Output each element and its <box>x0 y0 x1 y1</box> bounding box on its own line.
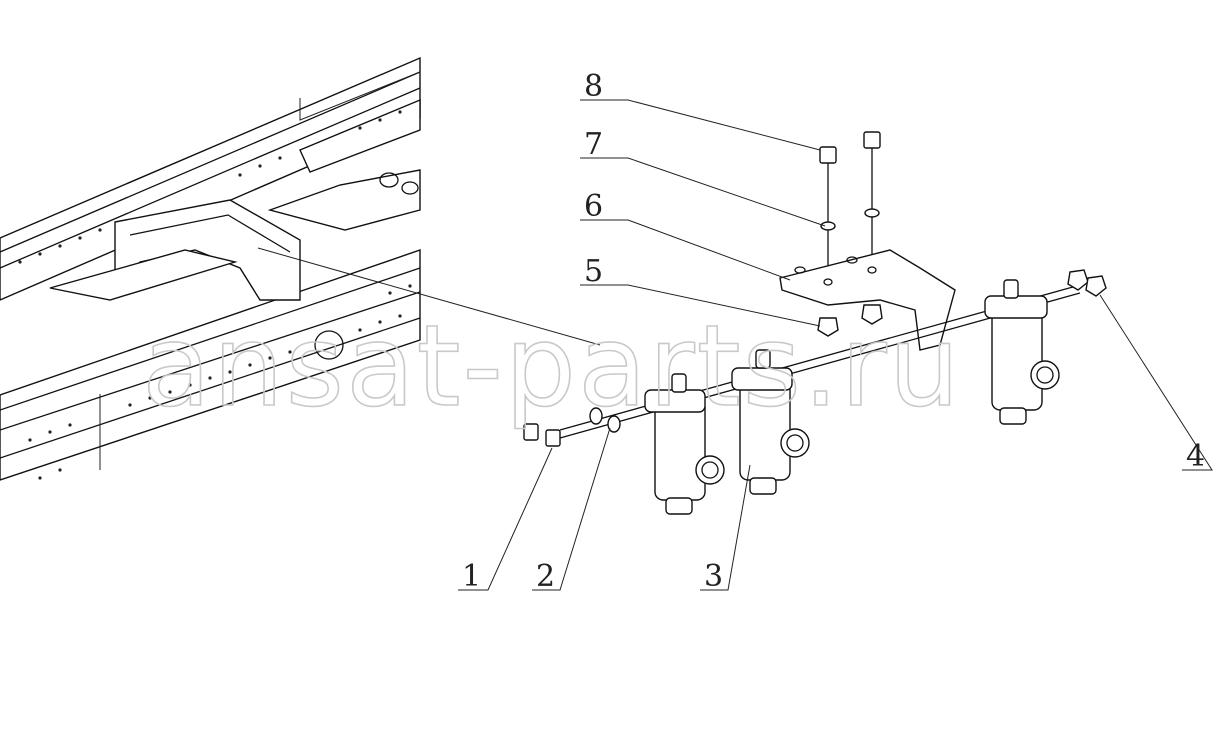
nut-5 <box>817 304 883 337</box>
callout-4: 4 <box>1186 439 1205 474</box>
callout-3: 3 <box>704 559 723 594</box>
callout-6: 6 <box>584 189 603 224</box>
valve-3-middle <box>731 349 810 495</box>
callout-leaders <box>458 99 1213 591</box>
callout-5: 5 <box>584 254 603 289</box>
callout-8: 8 <box>584 69 603 104</box>
frame-leader-line <box>257 247 601 346</box>
bolt-1 <box>523 423 561 447</box>
callout-1: 1 <box>462 559 481 594</box>
callout-7: 7 <box>584 127 603 162</box>
watermark-text: ansat-parts.ru <box>142 302 962 432</box>
nut-4 <box>1067 269 1107 297</box>
chassis-frame <box>0 56 421 481</box>
valve-3-right <box>984 279 1060 425</box>
washer-2 <box>589 407 621 433</box>
callout-2: 2 <box>536 559 555 594</box>
washer-7 <box>820 208 880 231</box>
valve-3-left <box>644 373 725 515</box>
bracket-6 <box>779 249 956 351</box>
